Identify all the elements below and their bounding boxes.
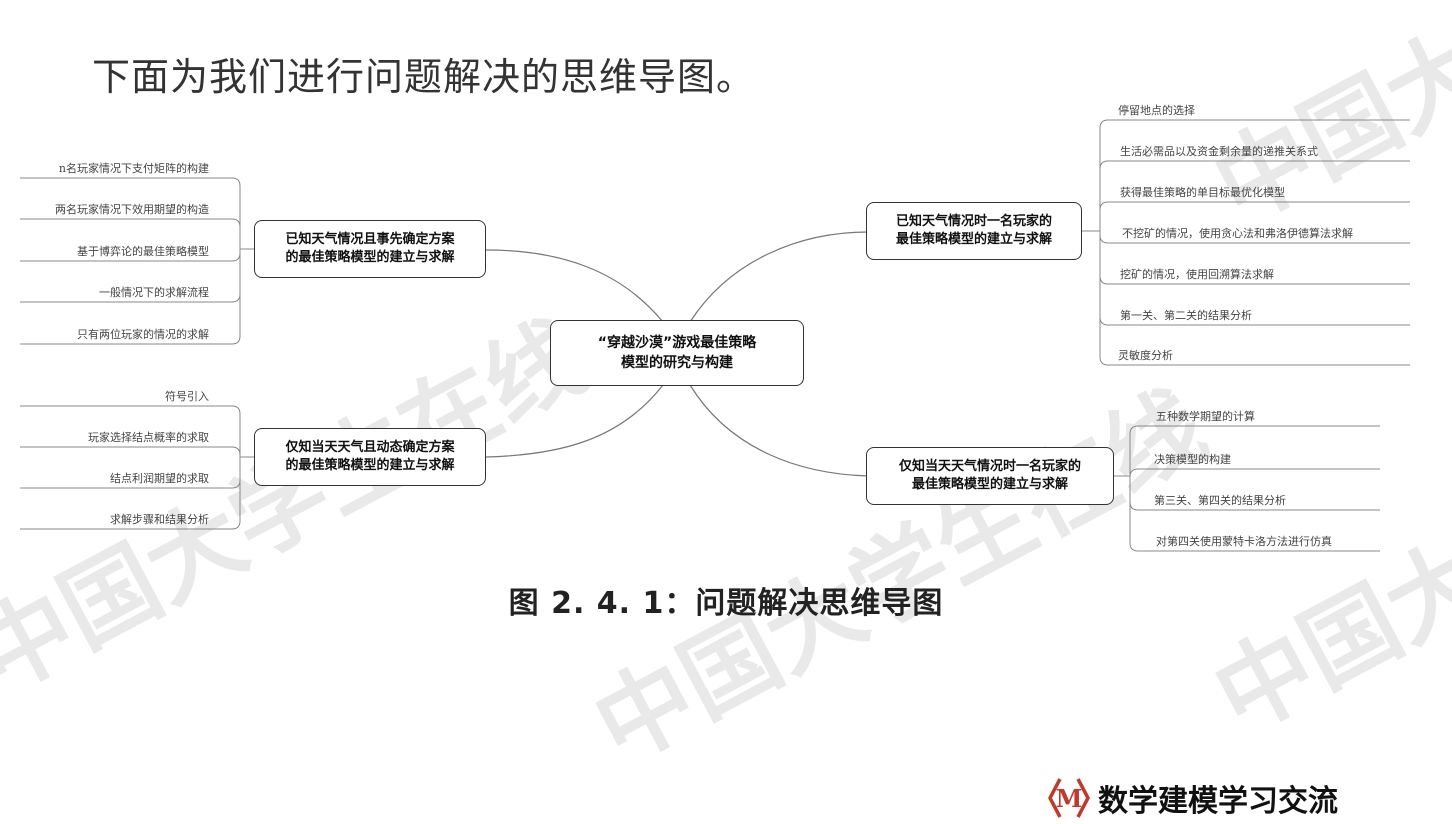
branch-bottom-right-line1: 仅知当天天气情况时一名玩家的 <box>898 459 1081 474</box>
brand-logo-letter: M <box>1055 783 1083 813</box>
leaf-connector <box>1114 425 1380 477</box>
center-node-line1: “穿越沙漠”游戏最佳策略 <box>597 335 757 351</box>
branch-bottom-left-line2: 的最佳策略模型的建立与求解 <box>285 458 455 473</box>
center-node-line2: 模型的研究与构建 <box>621 355 733 371</box>
leaf-item: 符号引入 <box>165 390 209 403</box>
leaf-item: 挖矿的情况，使用回溯算法求解 <box>1120 268 1274 281</box>
leaf-item: 第一关、第二关的结果分析 <box>1120 309 1252 322</box>
leaf-item: 玩家选择结点概率的求取 <box>88 431 209 444</box>
leaf-connector <box>1082 160 1410 232</box>
leaf-item: 对第四关使用蒙特卡洛方法进行仿真 <box>1156 535 1332 548</box>
branch-top-right: 已知天气情况时一名玩家的 最佳策略模型的建立与求解 <box>866 202 1082 260</box>
branch-bottom-left-line1: 仅知当天天气且动态确定方案 <box>285 440 455 455</box>
leaf-item: 第三关、第四关的结果分析 <box>1154 494 1286 507</box>
branch-bottom-left: 仅知当天天气且动态确定方案 的最佳策略模型的建立与求解 <box>254 428 486 486</box>
connector-top-right <box>689 231 869 323</box>
leaf-connector <box>1082 230 1410 366</box>
center-node: “穿越沙漠”游戏最佳策略 模型的研究与构建 <box>550 320 804 386</box>
branch-top-left: 已知天气情况且事先确定方案 的最佳策略模型的建立与求解 <box>254 220 486 278</box>
leaf-connector <box>1114 468 1380 478</box>
leaf-item: n名玩家情况下支付矩阵的构建 <box>58 162 209 175</box>
leaf-item: 只有两位玩家的情况的求解 <box>77 328 209 341</box>
leaf-connector <box>20 456 254 530</box>
connector-top-left <box>485 249 664 323</box>
leaf-connector <box>20 446 254 458</box>
connector-bottom-left <box>485 384 664 458</box>
brand-footer: M 数学建模学习交流 <box>1046 776 1338 820</box>
page-heading: 下面为我们进行问题解决的思维导图。 <box>92 55 756 99</box>
leaf-item: 五种数学期望的计算 <box>1156 410 1255 423</box>
brand-text: 数学建模学习交流 <box>1098 784 1338 819</box>
leaf-connector <box>1082 119 1410 232</box>
leaf-item: 不挖矿的情况，使用贪心法和弗洛伊德算法求解 <box>1122 227 1353 240</box>
leaf-item: 生活必需品以及资金剩余量的递推关系式 <box>1120 145 1318 158</box>
leaf-connector <box>20 218 254 250</box>
leaf-item: 结点利润期望的求取 <box>110 472 209 485</box>
leaf-connector <box>1082 201 1410 232</box>
branch-top-left-line2: 的最佳策略模型的建立与求解 <box>285 250 455 265</box>
branch-top-right-line2: 最佳策略模型的建立与求解 <box>895 232 1052 247</box>
figure-caption: 图 2. 4. 1：问题解决思维导图 <box>508 586 944 621</box>
branch-bottom-right: 仅知当天天气情况时一名玩家的 最佳策略模型的建立与求解 <box>866 447 1114 505</box>
connector-bottom-right <box>689 384 869 477</box>
branch-bottom-right-line2: 最佳策略模型的建立与求解 <box>911 477 1068 492</box>
leaf-item: 决策模型的构建 <box>1154 453 1231 466</box>
leaf-connector <box>20 405 254 458</box>
branch-top-left-line1: 已知天气情况且事先确定方案 <box>285 232 455 247</box>
leaf-item: 停留地点的选择 <box>1118 104 1195 117</box>
leaf-item: 获得最佳策略的单目标最优化模型 <box>1120 186 1285 199</box>
leaf-item: 两名玩家情况下效用期望的构造 <box>55 203 209 216</box>
leaf-connector <box>20 177 254 250</box>
leaf-connector <box>1114 475 1380 552</box>
brand-logo-icon: M <box>1046 776 1092 820</box>
branch-top-right-line1: 已知天气情况时一名玩家的 <box>895 214 1052 229</box>
leaf-item: 灵敏度分析 <box>1118 349 1173 362</box>
leaf-item: 求解步骤和结果分析 <box>110 513 209 526</box>
leaf-item: 基于博弈论的最佳策略模型 <box>77 245 209 258</box>
leaf-item: 一般情况下的求解流程 <box>99 286 209 299</box>
leaf-connector <box>20 248 254 345</box>
